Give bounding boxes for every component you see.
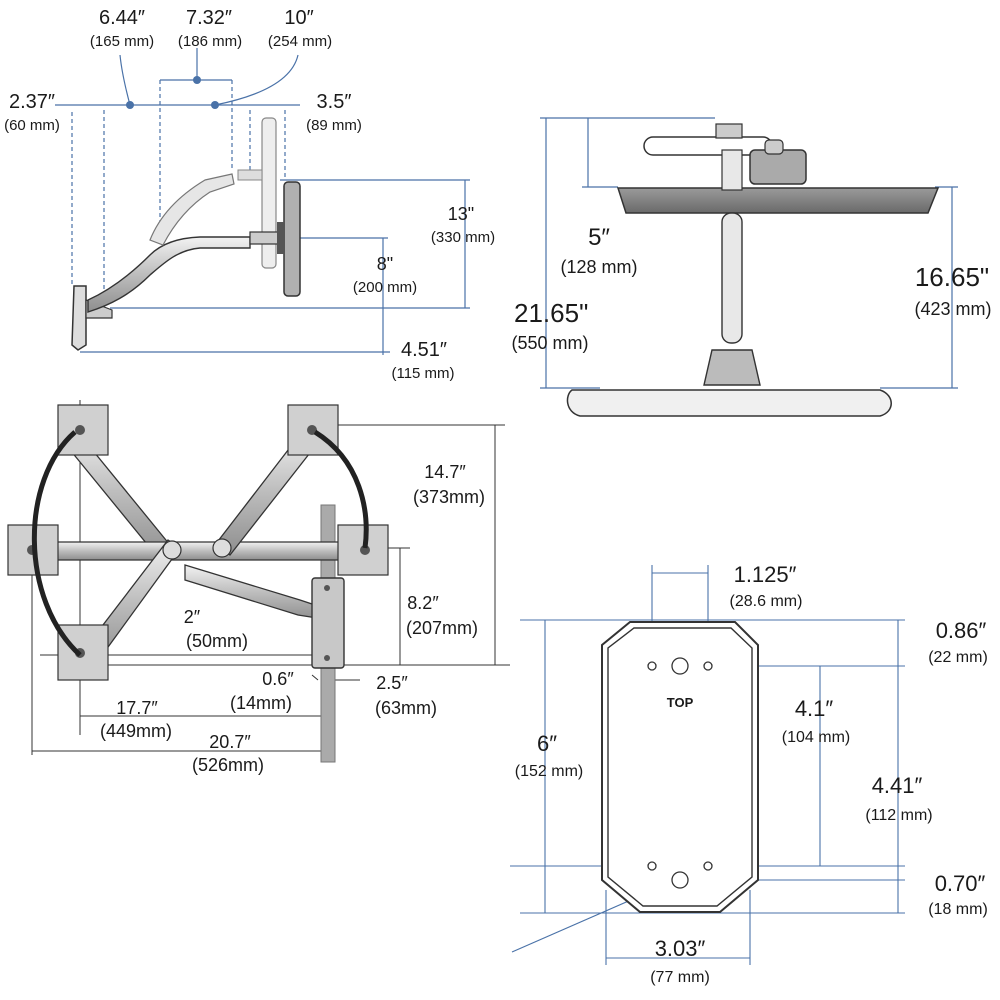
top-view-drawing <box>7 400 510 763</box>
side-d4-inches: 2.37″ <box>8 91 55 113</box>
top-d7-mm: (526mm) <box>191 755 264 775</box>
top-d1-mm: (373mm) <box>412 487 485 507</box>
plate-d4-inches: 6″ <box>536 731 558 756</box>
plate-d5-mm: (112 mm) <box>865 807 933 824</box>
top-d3-inches: 2″ <box>183 607 201 627</box>
side-d4-mm: (60 mm) <box>4 117 60 134</box>
top-d2-mm: (207mm) <box>405 618 478 638</box>
side-d6-inches: 13" <box>447 204 475 224</box>
plate-d5-inches: 4.41″ <box>871 773 923 798</box>
side-d2-mm: (186 mm) <box>177 33 243 50</box>
side-d3-mm: (254 mm) <box>267 33 333 50</box>
top-d1-inches: 14.7″ <box>424 462 466 482</box>
top-d5-mm: (63mm) <box>375 698 437 718</box>
plate-d2-mm: (22 mm) <box>928 649 988 666</box>
plate-top-label: TOP <box>666 695 694 710</box>
plate-d7-inches: 3.03″ <box>654 936 706 961</box>
desk-view-drawing <box>540 117 958 417</box>
top-d5-inches: 2.5″ <box>376 673 408 693</box>
side-d7-mm: (200 mm) <box>352 279 418 296</box>
desk-d2-inches: 21.65" <box>514 298 589 328</box>
top-d7-inches: 20.7″ <box>209 732 251 752</box>
desk-d2-mm: (550 mm) <box>511 333 589 353</box>
plate-d3-mm: (104 mm) <box>781 729 851 746</box>
mounting-plate-drawing <box>510 565 905 965</box>
plate-d1-inches: 1.125″ <box>733 562 797 587</box>
top-d3-mm: (50mm) <box>186 631 248 651</box>
side-view-drawing <box>55 48 470 355</box>
desk-d1-mm: (128 mm) <box>560 257 638 277</box>
plate-d4-mm: (152 mm) <box>514 763 584 780</box>
side-d8-inches: 4.51″ <box>400 339 447 361</box>
top-d4-mm: (14mm) <box>230 693 292 713</box>
side-d2-inches: 7.32″ <box>185 7 232 29</box>
side-d6-mm: (330 mm) <box>430 229 496 246</box>
desk-d3-mm: (423 mm) <box>914 299 992 319</box>
top-d6-inches: 17.7″ <box>116 698 158 718</box>
side-d7-inches: 8" <box>376 254 394 274</box>
desk-d3-inches: 16.65" <box>914 262 990 292</box>
side-d1-inches: 6.44″ <box>98 7 145 29</box>
plate-d7-mm: (77 mm) <box>650 969 710 986</box>
top-d2-inches: 8.2″ <box>407 593 439 613</box>
side-d1-mm: (165 mm) <box>89 33 155 50</box>
plate-d2-inches: 0.86″ <box>935 618 987 643</box>
side-d8-mm: (115 mm) <box>391 365 455 382</box>
plate-d3-inches: 4.1″ <box>794 696 834 721</box>
top-d4-inches: 0.6″ <box>262 669 294 689</box>
plate-d1-mm: (28.6 mm) <box>729 593 803 610</box>
top-d6-mm: (449mm) <box>99 721 172 741</box>
plate-d6-inches: 0.70″ <box>934 871 986 896</box>
desk-d1-inches: 5″ <box>588 224 610 251</box>
plate-d6-mm: (18 mm) <box>928 901 988 918</box>
side-d3-inches: 10″ <box>284 7 314 29</box>
side-d5-inches: 3.5″ <box>316 91 352 113</box>
side-d5-mm: (89 mm) <box>306 117 362 134</box>
